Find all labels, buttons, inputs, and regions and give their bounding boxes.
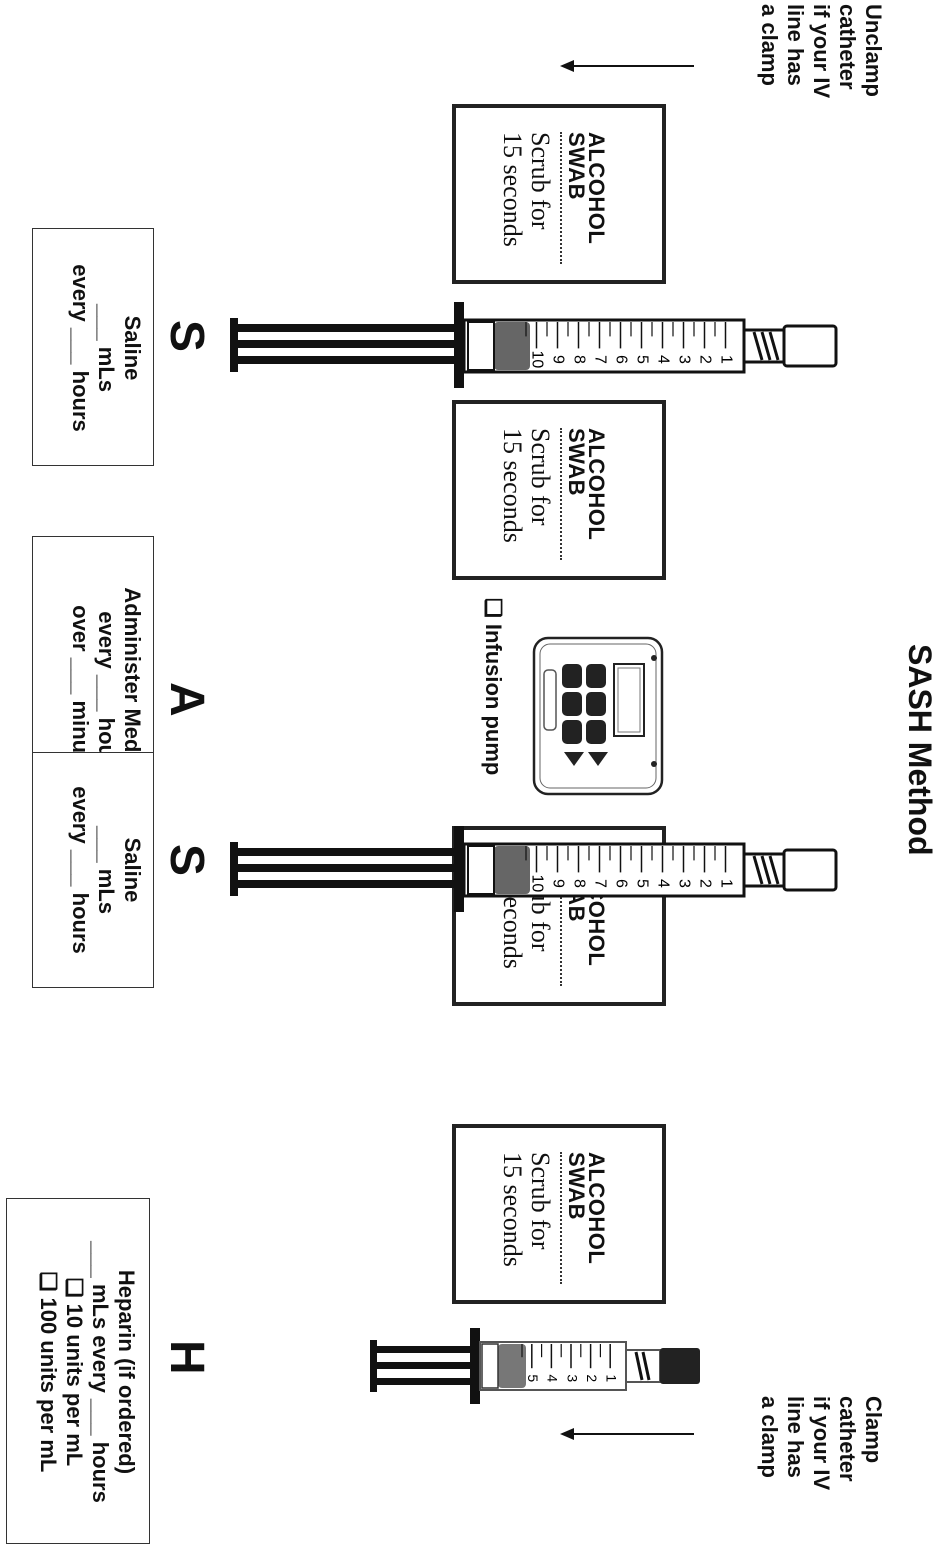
syringe-tick-label: 3	[675, 355, 692, 364]
syringe-tick-label: 4	[654, 879, 671, 888]
swab-scrub-text: 15 seconds	[498, 428, 526, 560]
swab-brand: ALCOHOL	[586, 428, 606, 560]
page-title: SASH Method	[901, 644, 938, 856]
infusion-pump-checkbox-label[interactable]: ❑ Infusion pump	[480, 598, 506, 775]
syringe-tick-label: 1	[717, 879, 734, 888]
info-line: ___ mLs	[93, 765, 119, 975]
swab-brand: SWAB	[566, 428, 586, 560]
infusion-pump-icon	[530, 634, 678, 800]
swab-scrub-text: Scrub for	[526, 428, 554, 560]
step-letter-h: H	[159, 1340, 214, 1375]
swab-scrub-text: 15 seconds	[498, 1152, 526, 1284]
saline-info-box-1: Saline ___ mLs every ___ hours	[32, 228, 154, 466]
step-letter-a: A	[159, 682, 214, 717]
clamp-note-line: line has	[782, 1396, 808, 1490]
info-line: ___ mLs	[93, 243, 119, 453]
syringe-tick-label: 3	[564, 1374, 580, 1382]
heparin-option-100: ❑ 100 units per mL	[35, 1227, 61, 1517]
swab-brand: ALCOHOL	[586, 1152, 606, 1284]
syringe-tick-label: 5	[633, 355, 650, 364]
syringe-tick-label: 9	[549, 879, 566, 888]
swab-brand: SWAB	[566, 132, 586, 244]
syringe-tick-label: 1	[603, 1374, 619, 1382]
syringe-tick-label: 1	[717, 355, 734, 364]
syringe-tick-label: 10	[528, 875, 545, 893]
syringe-tick-label: 9	[549, 355, 566, 364]
syringe-tick-label: 2	[696, 355, 713, 364]
clamp-arrow	[560, 1424, 700, 1444]
info-line: Heparin (if ordered)	[113, 1227, 139, 1517]
syringe-tick-label: 7	[591, 879, 608, 888]
swab-scrub-text: Scrub for	[526, 132, 554, 264]
info-line: ___ mLs every ___ hours	[87, 1227, 113, 1517]
syringe-tick-label: 8	[570, 879, 587, 888]
swab-brand: SWAB	[566, 1152, 586, 1284]
syringe-tick-label: 4	[545, 1374, 561, 1382]
syringe-tick-label: 4	[654, 355, 671, 364]
saline-info-box-2: Saline ___ mLs every ___ hours	[32, 752, 154, 988]
unclamp-note-line: a clamp	[756, 4, 782, 98]
clamp-note: Clamp catheter if your IV line has a cla…	[756, 1396, 886, 1490]
info-line: Saline	[119, 765, 145, 975]
alcohol-swab-4: ALCOHOL SWAB Scrub for 15 seconds	[452, 1124, 666, 1304]
clamp-note-line: Clamp	[860, 1396, 886, 1490]
heparin-option-10: ❑ 10 units per mL	[61, 1227, 87, 1517]
info-line: every ___ hours	[67, 243, 93, 453]
clamp-note-line: a clamp	[756, 1396, 782, 1490]
step-letter-s: S	[159, 320, 214, 352]
unclamp-arrow	[560, 56, 700, 76]
info-line: Saline	[119, 243, 145, 453]
clamp-note-line: if your IV	[808, 1396, 834, 1490]
unclamp-note-line: catheter	[834, 4, 860, 98]
syringe-tick-label: 5	[525, 1374, 541, 1382]
unclamp-note-line: line has	[782, 4, 808, 98]
syringe-tick-label: 6	[612, 355, 629, 364]
syringe-tick-label: 10	[528, 351, 545, 369]
syringe-tick-label: 2	[696, 879, 713, 888]
syringe-tick-label: 8	[570, 355, 587, 364]
swab-scrub-text: Scrub for	[526, 1152, 554, 1284]
step-letter-s: S	[159, 844, 214, 876]
swab-scrub-text: 15 seconds	[498, 132, 526, 264]
unclamp-note: Unclamp catheter if your IV line has a c…	[756, 4, 886, 98]
unclamp-note-line: Unclamp	[860, 4, 886, 98]
syringe-tick-label: 5	[633, 879, 650, 888]
alcohol-swab-1: ALCOHOL SWAB Scrub for 15 seconds	[452, 104, 666, 284]
heparin-info-box: Heparin (if ordered) ___ mLs every ___ h…	[6, 1198, 150, 1544]
alcohol-swab-2: ALCOHOL SWAB Scrub for 15 seconds	[452, 400, 666, 580]
unclamp-note-line: if your IV	[808, 4, 834, 98]
info-line: every ___ hours	[67, 765, 93, 975]
syringe-tick-label: 3	[675, 879, 692, 888]
clamp-note-line: catheter	[834, 1396, 860, 1490]
syringe-tick-label: 2	[584, 1374, 600, 1382]
swab-brand: ALCOHOL	[586, 132, 606, 244]
syringe-tick-label: 7	[591, 355, 608, 364]
syringe-tick-label: 6	[612, 879, 629, 888]
